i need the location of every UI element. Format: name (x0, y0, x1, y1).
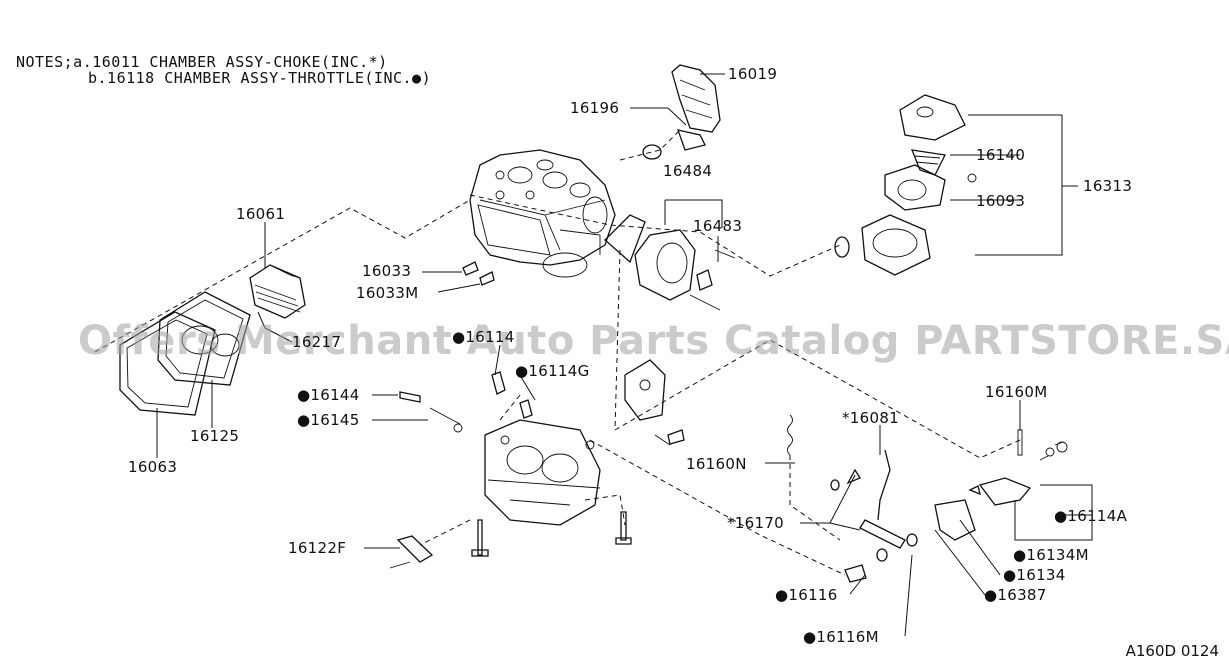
adjust-screws (399, 371, 533, 433)
part-label-16114[interactable]: ●16114 (452, 328, 515, 346)
part-label-16387[interactable]: ●16387 (984, 586, 1047, 604)
diagram-code: A160D 0124 (1125, 642, 1219, 660)
part-label-16081[interactable]: *16081 (842, 409, 900, 427)
part-label-16114A[interactable]: ●16114A (1054, 507, 1128, 525)
bracket (624, 359, 666, 421)
part-label-16093[interactable]: 16093 (976, 192, 1026, 210)
linkage-right (787, 414, 1068, 583)
part-label-16134[interactable]: ●16134 (1003, 566, 1066, 584)
screws-16033 (462, 261, 685, 446)
part-label-16196[interactable]: 16196 (570, 99, 620, 117)
part-label-16217[interactable]: 16217 (292, 333, 342, 351)
choke-housing-16484 (604, 214, 736, 311)
part-label-16116[interactable]: ●16116 (775, 586, 838, 604)
part-label-16122F[interactable]: 16122F (288, 539, 347, 557)
gasket-16125 (157, 291, 251, 386)
part-label-16484[interactable]: 16484 (663, 162, 713, 180)
carburetor-body-upper (469, 149, 616, 278)
part-label-16061[interactable]: 16061 (236, 205, 286, 223)
part-label-16483[interactable]: 16483 (693, 217, 743, 235)
part-label-16125[interactable]: 16125 (190, 427, 240, 445)
part-label-16160N[interactable]: 16160N (686, 455, 747, 473)
throttle-body-lower (484, 419, 601, 526)
part-label-16160M[interactable]: 16160M (985, 383, 1048, 401)
part-label-16170[interactable]: *16170 (727, 514, 785, 532)
choke-unit-16019 (642, 64, 721, 160)
heater-16061 (249, 264, 306, 319)
note-line-b: b.16118 CHAMBER ASSY-THROTTLE(INC.●) (88, 69, 432, 87)
note-line-a: NOTES;a.16011 CHAMBER ASSY-CHOKE(INC.*) (16, 53, 388, 71)
watermark: Offers Merchant Auto Parts Catalog PARTS… (78, 318, 1229, 364)
part-label-16033[interactable]: 16033 (362, 262, 412, 280)
part-label-16116M[interactable]: ●16116M (803, 628, 879, 646)
part-label-16313[interactable]: 16313 (1083, 177, 1133, 195)
gasket-16063 (119, 311, 216, 416)
part-label-16114G[interactable]: ●16114G (515, 362, 590, 380)
part-label-16144[interactable]: ●16144 (297, 386, 360, 404)
part-label-16033M[interactable]: 16033M (356, 284, 419, 302)
part-label-16145[interactable]: ●16145 (297, 411, 360, 429)
leader-lines (156, 73, 1093, 637)
bolts-lower (471, 511, 632, 557)
part-label-16063[interactable]: 16063 (128, 458, 178, 476)
assembly-dashed-lines (94, 129, 1021, 576)
part-label-16134M[interactable]: ●16134M (1013, 546, 1089, 564)
part-label-16140[interactable]: 16140 (976, 146, 1026, 164)
lever-16122F (389, 535, 434, 569)
part-label-16019[interactable]: 16019 (728, 65, 778, 83)
diaphragm-unit-16313 (834, 94, 977, 276)
